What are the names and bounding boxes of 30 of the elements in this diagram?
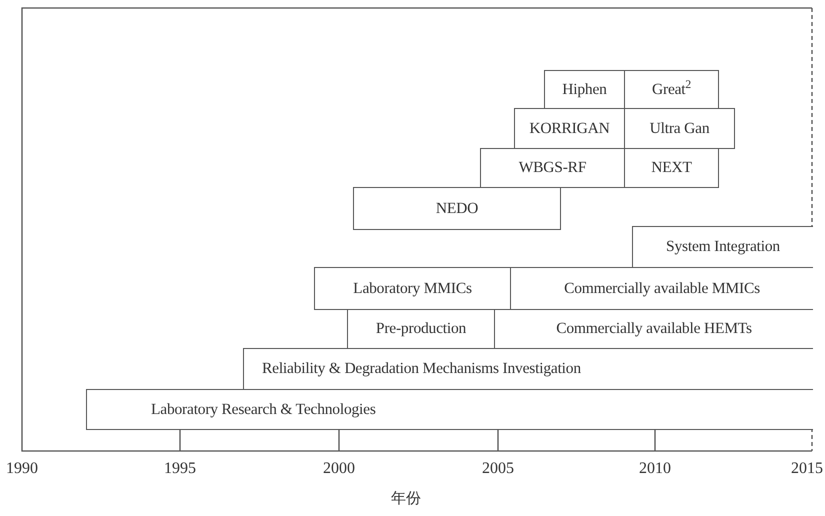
timeline-bar xyxy=(243,348,813,390)
bar-label: Great$^{2}$ xyxy=(652,82,692,98)
year-label: 1995 xyxy=(163,461,197,477)
timeline-bar xyxy=(86,389,813,430)
bar-label: WBGS-RF xyxy=(518,160,586,176)
bar-label: Commercially available HEMTs xyxy=(556,321,752,337)
year-label: 1990 xyxy=(5,461,39,477)
bar-label: Commercially available MMICs xyxy=(564,280,760,296)
bar-label: Laboratory Research & Technologies xyxy=(151,402,376,418)
bar-label: Ultra Gan xyxy=(650,120,710,136)
timeline-bar xyxy=(353,187,561,230)
bar-label: Hiphen xyxy=(562,82,607,98)
timeline-bar xyxy=(624,148,719,188)
bar-label: NEXT xyxy=(651,160,692,176)
bar-label: NEDO xyxy=(436,200,478,216)
timeline-bar xyxy=(624,70,719,109)
year-label: 2010 xyxy=(638,461,672,477)
year-label: 2015 xyxy=(790,461,823,477)
year-label: 2005 xyxy=(481,461,515,477)
bar-label: System Integration xyxy=(666,239,780,255)
axis-title: 年份 xyxy=(391,492,421,507)
timeline-bar xyxy=(632,226,813,268)
bar-label: Laboratory MMICs xyxy=(353,280,472,296)
bar-label: Pre-production xyxy=(376,321,466,337)
year-label: 2000 xyxy=(322,461,356,477)
bar-label: Reliability & Degradation Mechanisms Investigation xyxy=(262,361,581,377)
timeline-bar xyxy=(544,70,625,109)
timeline-bar xyxy=(480,148,625,188)
bar-label: KORRIGAN xyxy=(529,120,610,136)
timeline-bar xyxy=(314,267,511,310)
